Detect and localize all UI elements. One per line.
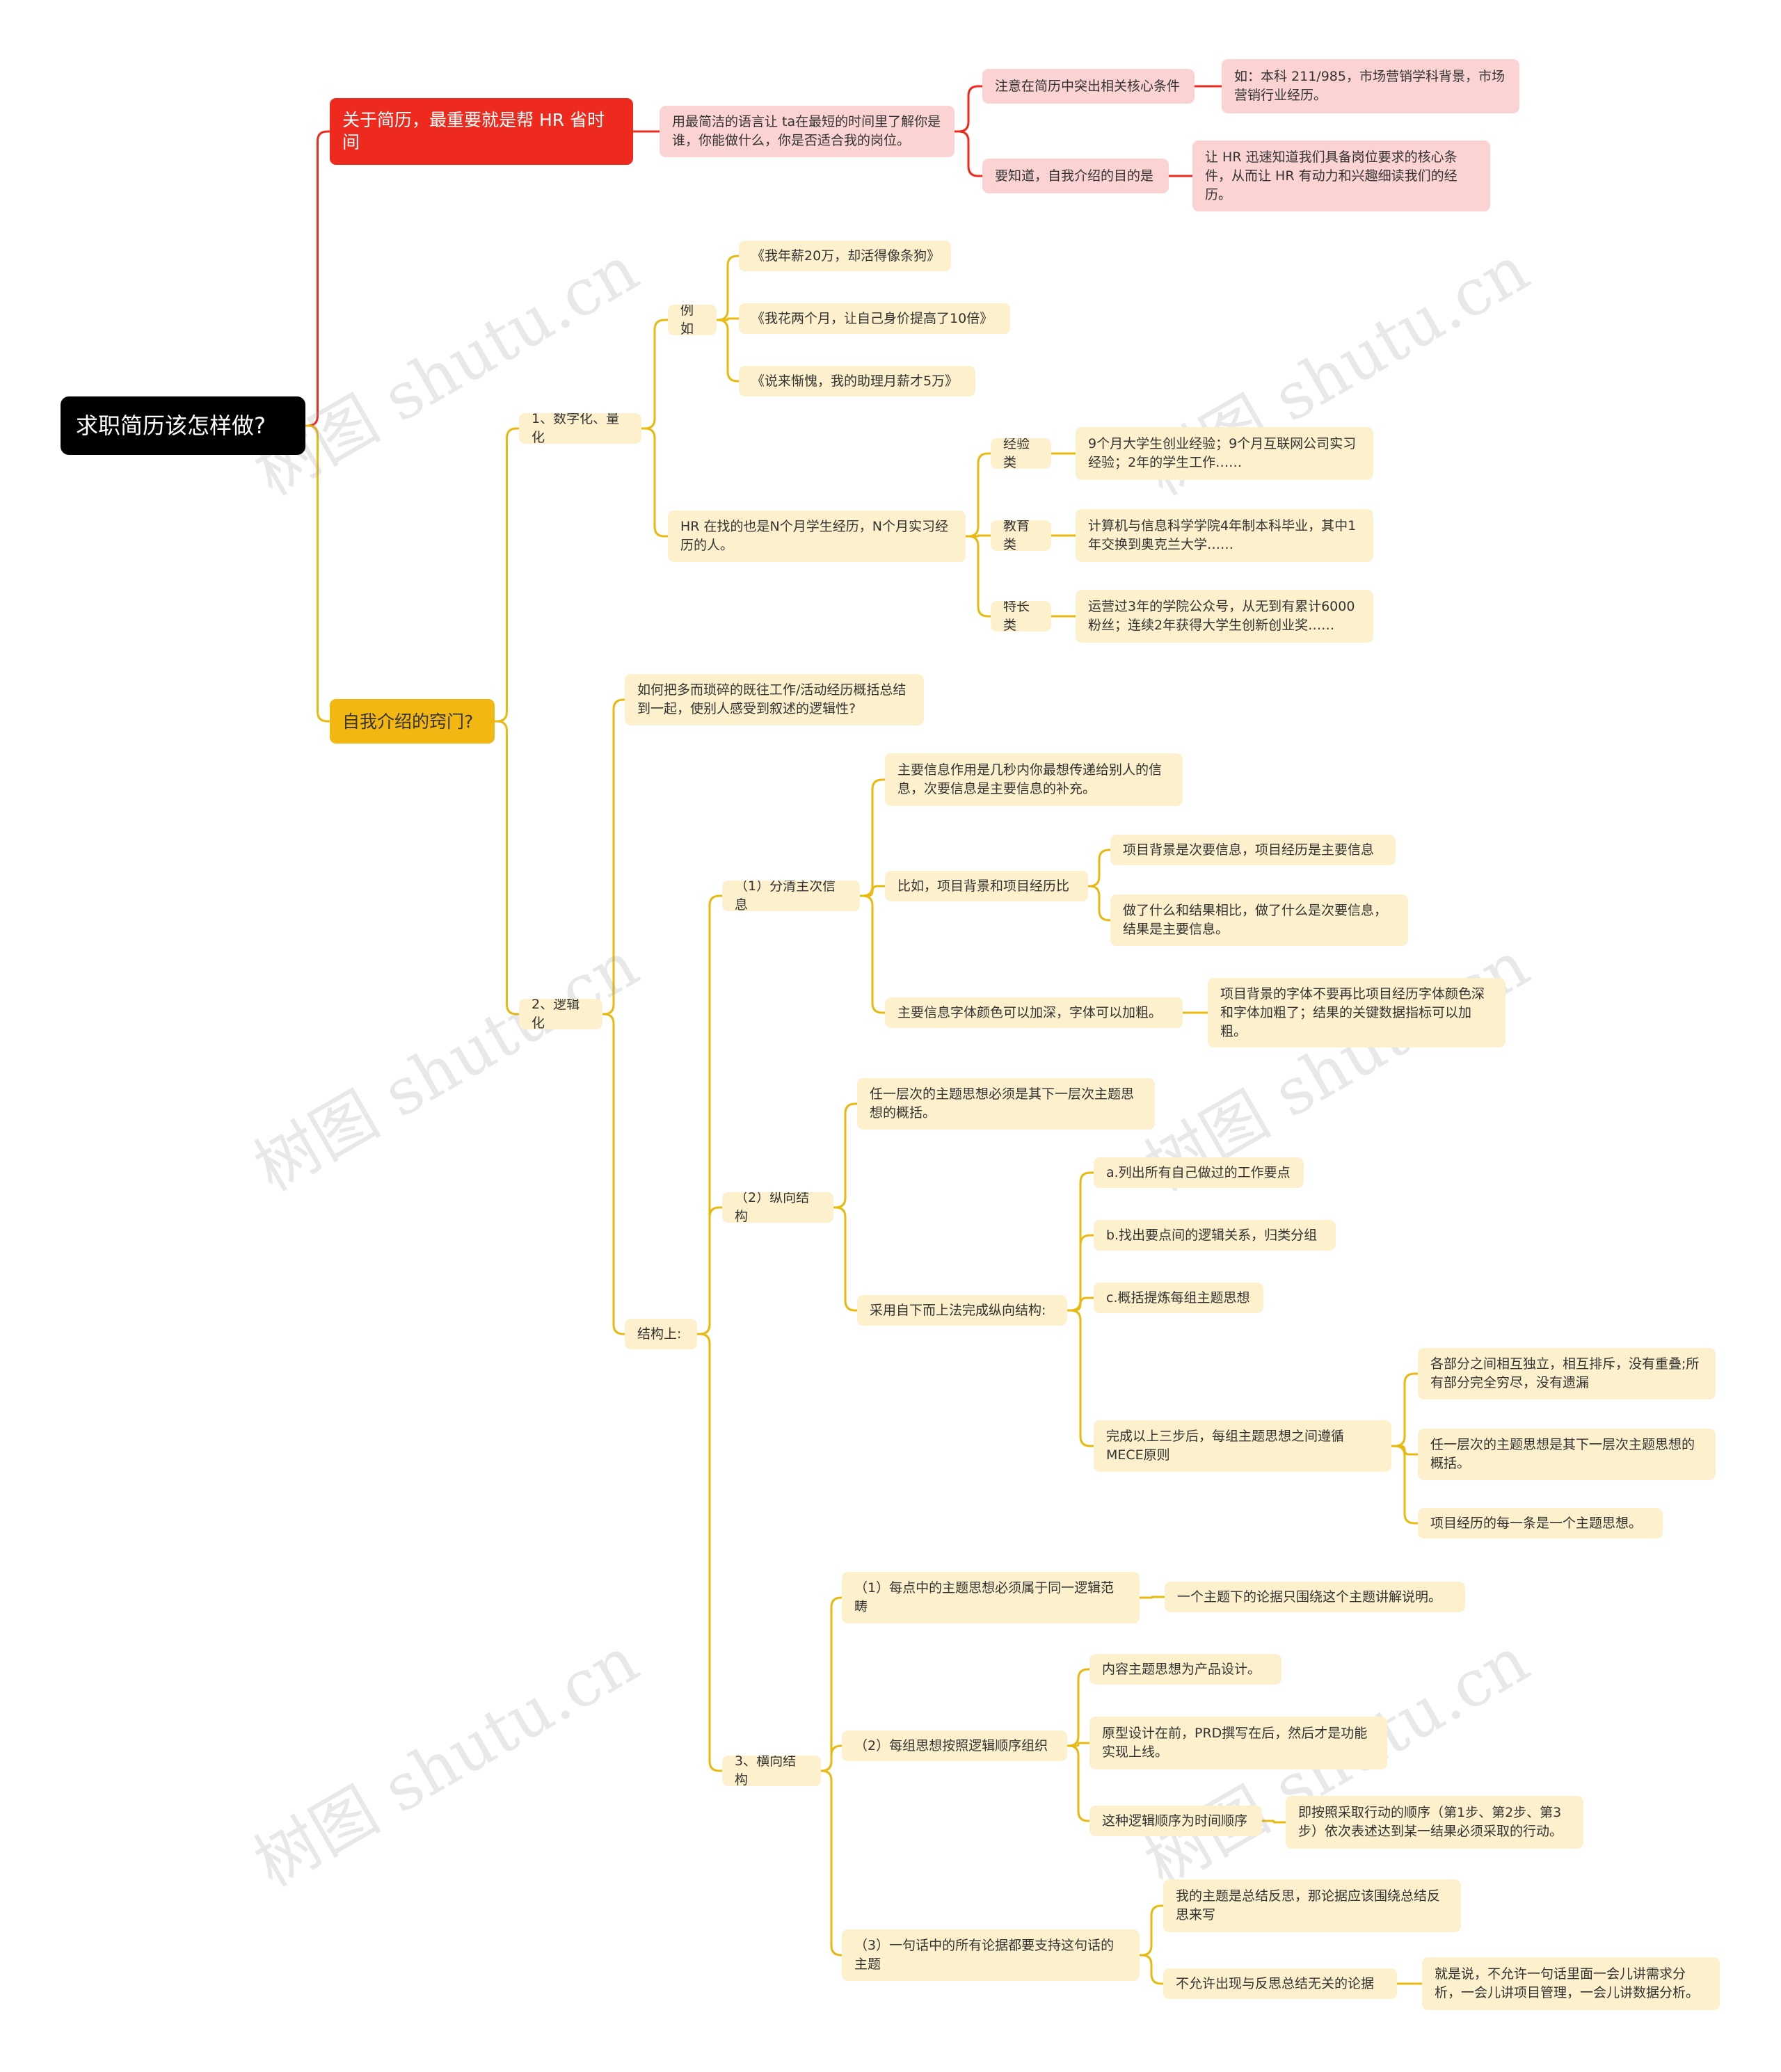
connector-b1a-b1a2 <box>955 130 982 177</box>
node-root[interactable]: 求职简历该怎样做? <box>61 396 305 455</box>
node-n1a1[interactable]: 《我年薪20万，却活得像条狗》 <box>739 241 951 271</box>
node-s2b4b[interactable]: 任一层次的主题思想是其下一层次主题思想的概括。 <box>1418 1429 1716 1480</box>
connector-n1-n1b <box>641 427 668 538</box>
connector-s2-s2b <box>833 1206 857 1312</box>
connector-s3a-s3a1 <box>1140 1596 1165 1599</box>
node-s2b2[interactable]: b.找出要点间的逻辑关系，归类分组 <box>1094 1220 1336 1251</box>
node-n1a2[interactable]: 《我花两个月，让自己身价提高了10倍》 <box>739 303 1010 334</box>
node-s3[interactable]: 3、横向结构 <box>722 1756 821 1786</box>
connector-s2-s2a <box>833 1102 857 1209</box>
connector-n2b-s3 <box>697 1333 722 1772</box>
connector-n2-n2b <box>602 1013 625 1335</box>
connector-s2b-s2b3 <box>1067 1296 1094 1312</box>
node-s3c1[interactable]: 我的主题是总结反思，那论据应该围绕总结反思来写 <box>1163 1879 1461 1932</box>
connector-n2b-s2 <box>697 1206 722 1335</box>
connector-n1b-n1b3 <box>966 535 991 618</box>
connector-s1b-s1b2 <box>1088 885 1110 922</box>
connector-s2b-s2b4 <box>1067 1309 1094 1447</box>
node-n1[interactable]: 1、数字化、量化 <box>519 413 641 444</box>
node-s1b1[interactable]: 项目背景是次要信息，项目经历是主要信息 <box>1110 835 1396 865</box>
connector-n1-n1a <box>641 319 668 430</box>
node-s1b2[interactable]: 做了什么和结果相比，做了什么是次要信息，结果是主要信息。 <box>1110 894 1408 946</box>
node-s3a1[interactable]: 一个主题下的论据只围绕这个主题讲解说明。 <box>1165 1582 1465 1612</box>
node-s1b[interactable]: 比如，项目背景和项目经历比 <box>885 871 1088 901</box>
node-s2b4c[interactable]: 项目经历的每一条是一个主题思想。 <box>1418 1508 1663 1539</box>
node-b1a2a[interactable]: 让 HR 迅速知道我们具备岗位要求的核心条件，从而让 HR 有动力和兴趣细读我们… <box>1192 140 1490 211</box>
connector-n1a-n1a3 <box>717 319 739 383</box>
node-n1b1[interactable]: 经验类 <box>991 438 1051 469</box>
connector-s1-s1b <box>860 885 885 897</box>
connector-s2b-s2b2 <box>1067 1234 1094 1312</box>
connector-s3c-s3c2 <box>1140 1954 1163 1985</box>
connector-b1a-b1a1 <box>955 85 982 133</box>
node-n1a[interactable]: 例如 <box>668 305 717 335</box>
node-s1c1[interactable]: 项目背景的字体不要再比项目经历字体颜色深和字体加粗了；结果的关键数据指标可以加粗… <box>1208 978 1506 1047</box>
connector-s3c-s3c1 <box>1140 1904 1163 1957</box>
node-b1a2[interactable]: 要知道，自我介绍的目的是 <box>982 159 1169 193</box>
connector-b2-n1 <box>495 427 519 723</box>
connector-s1b-s1b1 <box>1088 849 1110 888</box>
node-s2b1[interactable]: a.列出所有自己做过的工作要点 <box>1094 1157 1304 1188</box>
connector-n1a-n1a2 <box>717 317 739 321</box>
node-n1a3[interactable]: 《说来惭愧，我的助理月薪才5万》 <box>739 366 975 396</box>
node-s2b3[interactable]: c.概括提炼每组主题思想 <box>1094 1283 1263 1313</box>
connector-s3b3-s3b3a <box>1262 1820 1286 1824</box>
connector-n1a-n1a1 <box>717 255 739 321</box>
connector-s1-s1a <box>860 778 885 897</box>
node-n2b[interactable]: 结构上: <box>625 1319 697 1349</box>
node-n1b2a[interactable]: 计算机与信息科学学院4年制本科毕业，其中1年交换到奥克兰大学…… <box>1076 509 1373 562</box>
node-s2b4[interactable]: 完成以上三步后，每组主题思想之间遵循MECE原则 <box>1094 1420 1391 1472</box>
node-s3b2[interactable]: 原型设计在前，PRD撰写在后，然后才是功能实现上线。 <box>1089 1717 1387 1769</box>
node-s1c[interactable]: 主要信息字体颜色可以加深，字体可以加粗。 <box>885 997 1183 1028</box>
node-s1a[interactable]: 主要信息作用是几秒内你最想传递给别人的信息，次要信息是主要信息的补充。 <box>885 753 1183 806</box>
connector-s1-s1c <box>860 894 885 1014</box>
node-s3b3[interactable]: 这种逻辑顺序为时间顺序 <box>1089 1806 1262 1836</box>
node-s3c[interactable]: （3）一句话中的所有论据都要支持这句话的主题 <box>842 1929 1140 1981</box>
connector-n2-n2a <box>602 698 625 1015</box>
connector-s2b4-s2b4a <box>1391 1372 1418 1447</box>
node-b1a[interactable]: 用最简洁的语言让 ta在最短的时间里了解你是谁，你能做什么，你是否适合我的岗位。 <box>660 106 955 157</box>
connector-s3b-s3b2 <box>1067 1742 1089 1747</box>
node-s1[interactable]: （1）分清主次信息 <box>722 881 860 911</box>
node-s3c2[interactable]: 不允许出现与反思总结无关的论据 <box>1163 1968 1397 1999</box>
connector-s3-s3c <box>821 1769 842 1957</box>
node-n1b1a[interactable]: 9个月大学生创业经验；9个月互联网公司实习经验；2年的学生工作…… <box>1076 427 1373 480</box>
node-n1b3a[interactable]: 运营过3年的学院公众号，从无到有累计6000粉丝；连续2年获得大学生创新创业奖…… <box>1076 590 1373 643</box>
connector-root-b2 <box>305 424 330 723</box>
node-n1b2[interactable]: 教育类 <box>991 520 1051 551</box>
node-s2b4a[interactable]: 各部分之间相互独立，相互排斥，没有重叠;所有部分完全穷尽，没有遗漏 <box>1418 1348 1716 1399</box>
node-s3b1[interactable]: 内容主题思想为产品设计。 <box>1089 1654 1281 1685</box>
connector-s3-s3a <box>821 1596 842 1772</box>
node-n1b3[interactable]: 特长类 <box>991 601 1051 632</box>
connector-s3b-s3b3 <box>1067 1744 1089 1822</box>
connector-root-b1 <box>305 130 330 427</box>
connector-n1b-n1b1 <box>966 452 991 538</box>
node-s3b3a[interactable]: 即按照采取行动的顺序（第1步、第2步、第3步）依次表述达到某一结果必须采取的行动… <box>1286 1796 1583 1849</box>
node-b1[interactable]: 关于简历，最重要就是帮 HR 省时间 <box>330 98 633 165</box>
node-s2b[interactable]: 采用自下而上法完成纵向结构: <box>857 1295 1067 1326</box>
connector-s2b4-s2b4c <box>1391 1445 1418 1525</box>
node-n2a[interactable]: 如何把多而琐碎的既往工作/活动经历概括总结到一起，使别人感受到叙述的逻辑性? <box>625 674 924 725</box>
node-b1a1[interactable]: 注意在简历中突出相关核心条件 <box>982 69 1195 104</box>
node-b1a1a[interactable]: 如：本科 211/985，市场营销学科背景，市场营销行业经历。 <box>1222 59 1519 113</box>
node-n1b[interactable]: HR 在找的也是N个月学生经历，N个月实习经历的人。 <box>668 511 966 562</box>
node-s3a[interactable]: （1）每点中的主题思想必须属于同一逻辑范畴 <box>842 1572 1140 1623</box>
node-n2[interactable]: 2、逻辑化 <box>519 999 602 1029</box>
node-b2[interactable]: 自我介绍的窍门? <box>330 699 495 744</box>
connector-s3b-s3b1 <box>1067 1668 1089 1747</box>
node-s3c2a[interactable]: 就是说，不允许一句话里面一会儿讲需求分析，一会儿讲项目管理，一会儿讲数据分析。 <box>1422 1957 1720 2010</box>
connector-b2-n2 <box>495 720 519 1015</box>
node-s2a[interactable]: 任一层次的主题思想必须是其下一层次主题思想的概括。 <box>857 1078 1155 1130</box>
node-s3b[interactable]: （2）每组思想按照逻辑顺序组织 <box>842 1730 1067 1761</box>
node-s2[interactable]: （2）纵向结构 <box>722 1192 833 1223</box>
